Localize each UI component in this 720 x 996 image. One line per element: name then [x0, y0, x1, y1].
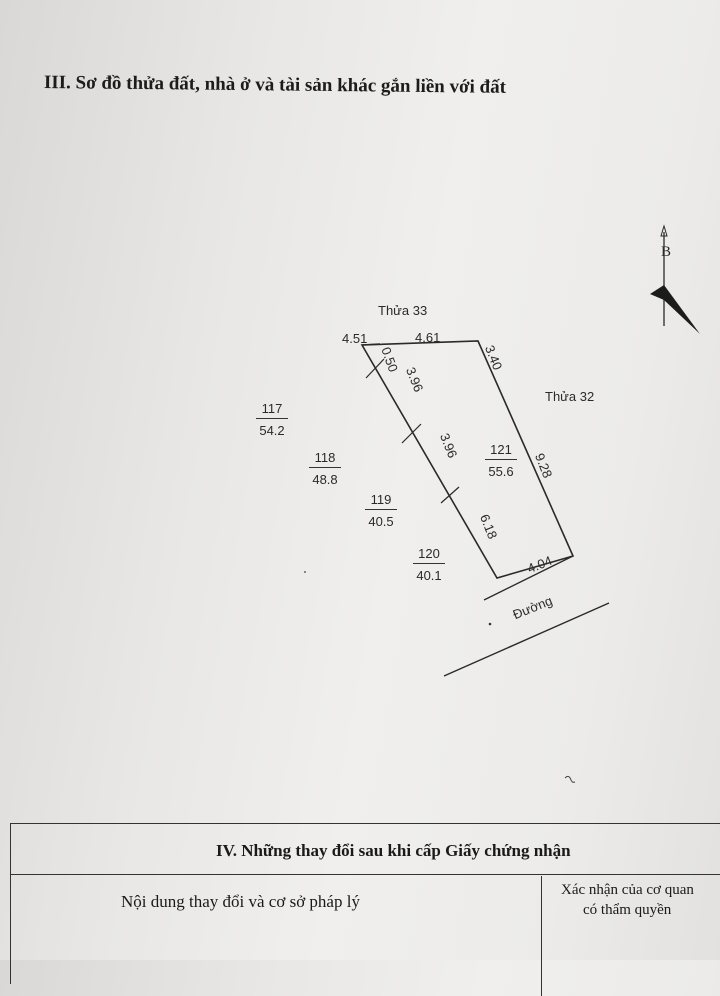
- north-label: B: [661, 244, 672, 260]
- neighbor-plot-33: Thửa 33: [378, 303, 428, 318]
- plot-divider-tick: [440, 486, 460, 504]
- dim-top-left: 4.51: [342, 331, 368, 346]
- column-header-confirmation: Xác nhận của cơ quan có thẩm quyền: [561, 882, 694, 918]
- road-edge-line: [443, 602, 610, 677]
- section-4-title: IV. Những thay đổi sau khi cấp Giấy chứn…: [216, 841, 571, 860]
- plot-divider-tick: [365, 358, 385, 379]
- neighbor-plot-32: Thửa 32: [545, 389, 595, 404]
- column-header-content: Nội dung thay đổi và cơ sở pháp lý: [121, 892, 360, 911]
- column-divider: [541, 876, 542, 996]
- land-plot-diagram: [304, 224, 700, 783]
- changes-table: IV. Những thay đổi sau khi cấp Giấy chứn…: [10, 823, 720, 996]
- road-edge-line: [483, 555, 574, 601]
- north-arrow-icon: [650, 224, 700, 334]
- changes-table-title-row: IV. Những thay đổi sau khi cấp Giấy chứn…: [11, 824, 720, 875]
- dim-top: 4.61: [415, 330, 441, 345]
- plot-divider-tick: [401, 423, 422, 444]
